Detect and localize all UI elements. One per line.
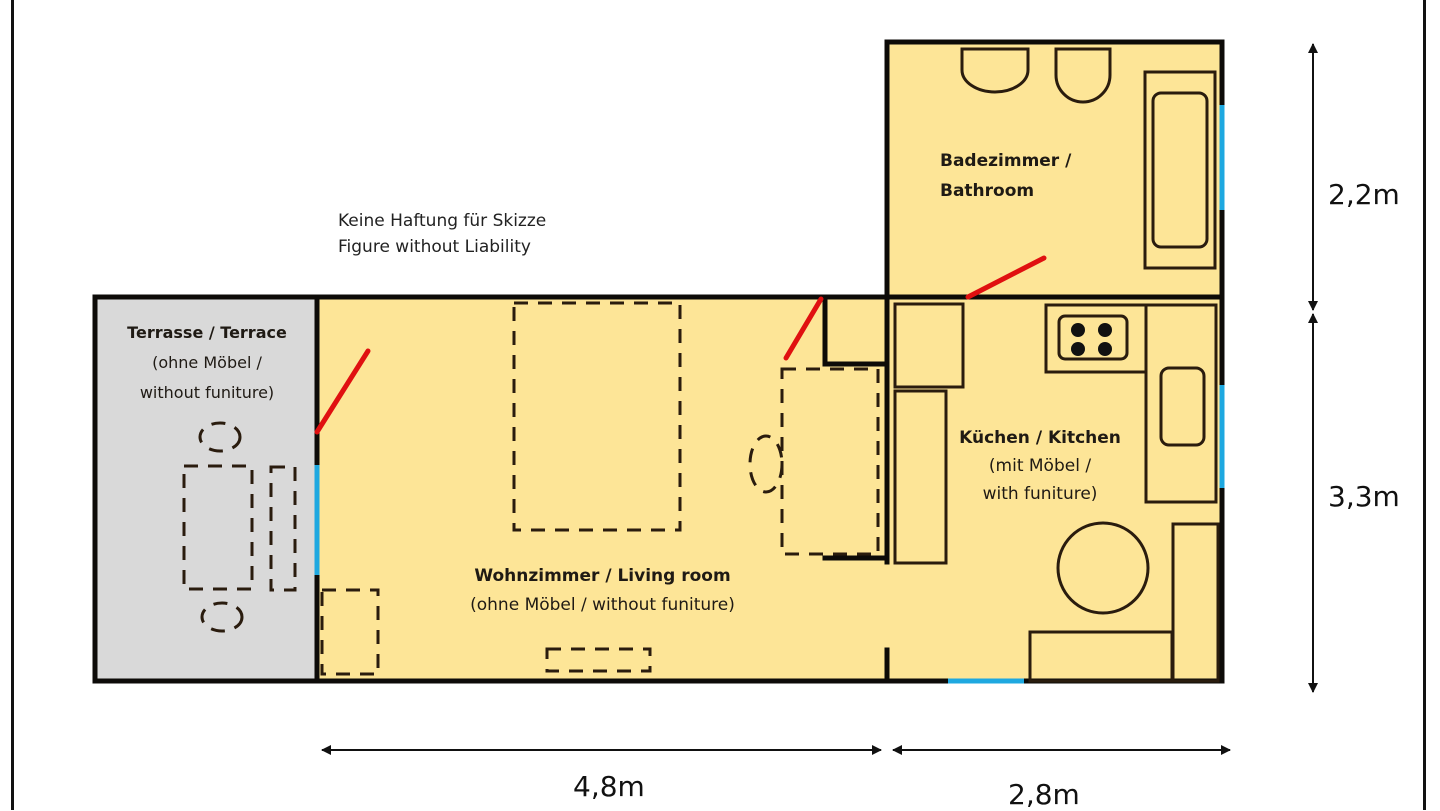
terrace-subtitle-1: (ohne Möbel / — [152, 353, 262, 372]
frame-left-border — [11, 0, 14, 810]
dining-table-icon — [1056, 521, 1150, 615]
terrace-title: Terrasse / Terrace — [127, 323, 287, 342]
sink-icon — [960, 47, 1030, 94]
kitchen-sink-icon — [1159, 366, 1206, 447]
terrace-bench-outline — [269, 465, 297, 592]
living-room-title: Wohnzimmer / Living room — [474, 566, 731, 586]
fridge-unit — [893, 389, 948, 565]
tv-stand-outline — [545, 647, 652, 673]
kitchen-label: Küchen / Kitchen (mit Möbel / with funit… — [950, 424, 1130, 508]
dimension-lines — [321, 43, 1318, 755]
bathroom-height-label: 2,2m — [1328, 178, 1400, 211]
bathroom-label: Badezimmer / Bathroom — [940, 146, 1071, 206]
liability-note-de: Keine Haftung für Skizze — [338, 211, 547, 231]
dashed-furniture — [182, 301, 880, 676]
windows — [314, 105, 1225, 684]
stove-icon — [1057, 314, 1129, 361]
doors — [314, 255, 1047, 435]
stove-burners — [1071, 323, 1112, 356]
living-room-area — [317, 297, 887, 681]
bathroom-fixtures — [960, 47, 1217, 270]
terrace-area — [95, 297, 317, 681]
counter-unit — [893, 302, 965, 389]
terrace-chair-outline-top — [198, 421, 242, 453]
kitchen-title: Küchen / Kitchen — [959, 428, 1121, 448]
sink-counter — [1144, 303, 1218, 504]
kitchen-fixtures — [893, 302, 1220, 683]
desk-outline — [780, 367, 880, 556]
kitchen-height-label: 3,3m — [1328, 480, 1400, 513]
living-width-label: 4,8m — [573, 770, 645, 803]
toilet-icon — [1054, 47, 1112, 104]
kitchen-area — [887, 297, 1222, 681]
walls — [92, 39, 1225, 684]
kitchen-subtitle-2: with funiture) — [982, 484, 1098, 504]
bathroom-label-en: Bathroom — [940, 181, 1035, 201]
kitchen-subtitle-1: (mit Möbel / — [988, 456, 1092, 476]
bathroom-label-de: Badezimmer / — [940, 151, 1072, 171]
liability-note-en: Figure without Liability — [338, 237, 531, 257]
bathtub-icon — [1143, 70, 1217, 270]
terrace-table-outline — [182, 464, 254, 591]
chair-outline — [748, 434, 784, 494]
terrace-label: Terrasse / Terrace (ohne Möbel / without… — [102, 318, 312, 408]
bed-outline — [512, 301, 682, 532]
shelf-outline — [320, 588, 380, 676]
kitchen-width-label: 2,8m — [1008, 778, 1080, 811]
terrace-chair-outline-bottom — [200, 601, 244, 633]
living-room-subtitle: (ohne Möbel / without funiture) — [470, 595, 735, 615]
side-cabinet — [1171, 522, 1220, 683]
terrace-subtitle-2: without funiture) — [139, 383, 275, 402]
bathroom-area — [887, 42, 1222, 297]
living-room-label: Wohnzimmer / Living room (ohne Möbel / w… — [420, 562, 785, 620]
frame-right-border — [1423, 0, 1426, 810]
liability-note: Keine Haftung für Skizze Figure without … — [338, 208, 546, 260]
